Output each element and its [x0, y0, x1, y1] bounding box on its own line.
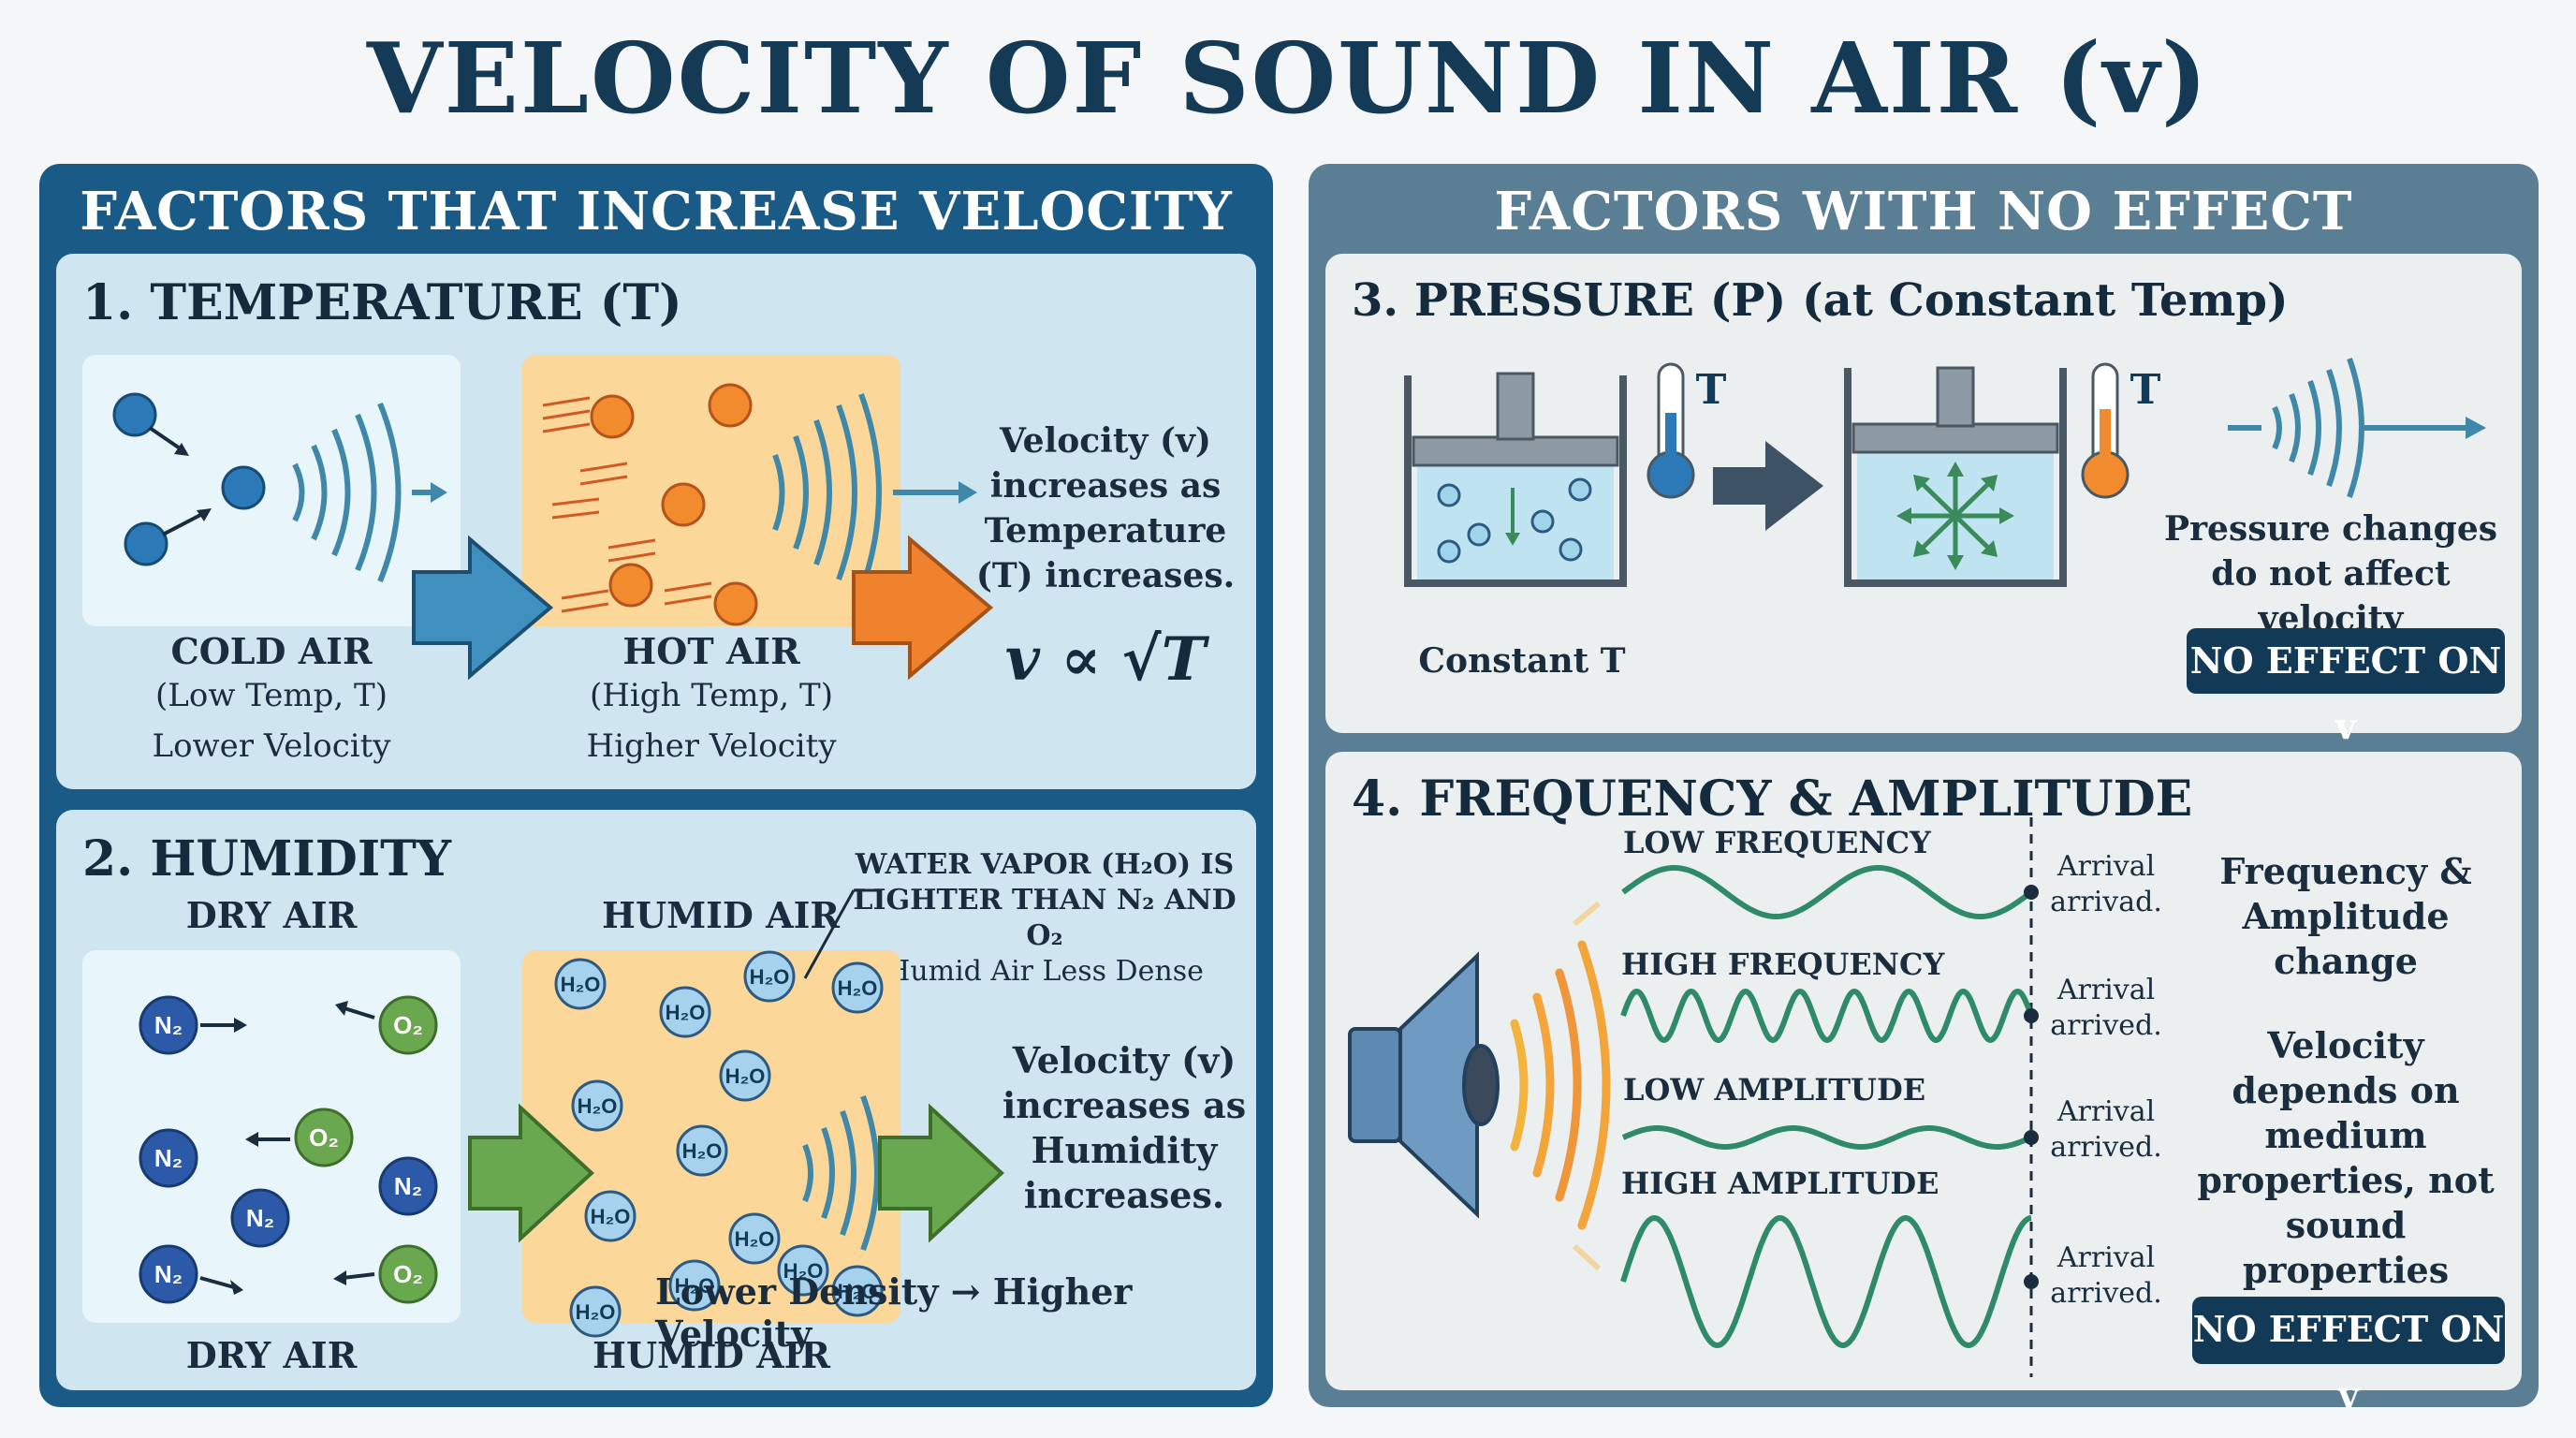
- water-molecules-icon: H₂O H₂O H₂O H₂O H₂O H₂O H₂O H₂O H₂O H₂O …: [554, 950, 884, 1338]
- hot-molecules-icon: [542, 383, 758, 626]
- svg-text:H₂O: H₂O: [838, 976, 878, 1000]
- svg-text:O₂: O₂: [309, 1123, 339, 1152]
- note-leader-line: [803, 889, 856, 979]
- wave-lines: [1620, 865, 2034, 1349]
- dry-air-bottom-label: DRY AIR: [185, 1334, 358, 1376]
- arrival-text-4: Arrival arrived.: [2050, 1241, 2162, 1310]
- svg-text:H₂O: H₂O: [576, 1300, 616, 1324]
- panel-increase-velocity: FACTORS THAT INCREASE VELOCITY 1. TEMPER…: [39, 164, 1273, 1407]
- density-statement: Lower Density → Higher Velocity: [655, 1270, 1133, 1355]
- hot-air-title: HOT AIR: [622, 630, 800, 672]
- constant-temperature-label: Constant T: [1418, 641, 1626, 681]
- humidity-illustration: N₂ N₂ N₂ N₂ N₂ O₂ O₂ O₂: [139, 888, 1004, 1338]
- frequency-no-effect-badge: NO EFFECT ON v: [2192, 1297, 2505, 1416]
- wave-label-low-frequency: LOW FREQUENCY: [1623, 825, 1931, 860]
- cold-air-subtitle: (Low Temp, T): [155, 677, 388, 714]
- pressure-illustration: T: [1404, 358, 2486, 587]
- svg-text:H₂O: H₂O: [783, 1259, 824, 1283]
- panel-heading-no-effect: FACTORS WITH NO EFFECT: [1494, 181, 2353, 242]
- svg-text:H₂O: H₂O: [682, 1139, 723, 1163]
- panel-heading-increase: FACTORS THAT INCREASE VELOCITY: [80, 181, 1233, 242]
- temperature-formula: v ∝ √T: [1004, 624, 1207, 695]
- temperature-card: 1. TEMPERATURE (T): [56, 254, 1256, 789]
- hot-air-subtitle: (High Temp, T): [590, 677, 833, 714]
- pressure-sound-wave-icon: [2228, 358, 2486, 498]
- humidity-arrow-1-icon: [468, 1103, 594, 1243]
- svg-text:N₂: N₂: [394, 1172, 422, 1200]
- svg-text:T: T: [2130, 366, 2161, 414]
- svg-text:N₂: N₂: [154, 1011, 183, 1039]
- svg-text:O₂: O₂: [393, 1011, 423, 1039]
- arrival-text-2: Arrival arrived.: [2050, 974, 2162, 1042]
- svg-text:H₂O: H₂O: [725, 1064, 766, 1088]
- arrival-text-3: Arrival arrived.: [2050, 1095, 2162, 1164]
- high-amplitude-wave: [1620, 1214, 2032, 1349]
- wave-label-high-frequency: HIGH FREQUENCY: [1621, 946, 1945, 982]
- dry-air-molecules-icon: N₂ N₂ N₂ N₂ N₂ O₂ O₂ O₂: [139, 995, 438, 1304]
- frequency-heading: 4. FREQUENCY & AMPLITUDE: [1352, 770, 2193, 828]
- temperature-statement: Velocity (v) increases as Temperature (T…: [975, 421, 1236, 595]
- piston-container-1-icon: [1404, 372, 1627, 587]
- water-vapor-note: WATER VAPOR (H₂O) IS LIGHTER THAN N₂ AND…: [848, 847, 1241, 990]
- pressure-heading: 3. PRESSURE (P) (at Constant Temp): [1352, 274, 2289, 327]
- humidity-arrow-2-icon: [878, 1103, 1004, 1243]
- pressure-arrow-icon: [1713, 441, 1823, 531]
- increase-arrow-orange-icon: [852, 535, 994, 681]
- water-vapor-note-line1: WATER VAPOR (H₂O) IS: [855, 848, 1235, 881]
- svg-text:O₂: O₂: [393, 1260, 423, 1288]
- humid-air-bottom-label: HUMID AIR: [593, 1334, 830, 1376]
- wave-label-low-amplitude: LOW AMPLITUDE: [1623, 1072, 1926, 1108]
- low-amplitude-wave: [1621, 1125, 2033, 1150]
- panel-no-effect: FACTORS WITH NO EFFECT 3. PRESSURE (P) (…: [1309, 164, 2539, 1416]
- frequency-statement-1: Frequency & Amplitude change: [2219, 850, 2472, 982]
- increase-arrow-blue-icon: [412, 535, 554, 681]
- humid-air-top-label: HUMID AIR: [602, 894, 840, 936]
- speaker-icon: [1348, 951, 1500, 1219]
- svg-text:T: T: [1696, 366, 1727, 414]
- svg-text:N₂: N₂: [154, 1144, 183, 1172]
- svg-text:N₂: N₂: [154, 1260, 183, 1288]
- frequency-illustration: [1348, 817, 2039, 1377]
- svg-text:H₂O: H₂O: [591, 1205, 631, 1228]
- cold-air-title: COLD AIR: [170, 630, 373, 672]
- thermometer-warm-icon: T: [2081, 362, 2161, 499]
- pressure-card: 3. PRESSURE (P) (at Constant Temp): [1325, 254, 2522, 747]
- humid-sound-wave-icon: [802, 1094, 880, 1252]
- cold-air-velocity: Lower Velocity: [152, 727, 391, 765]
- cold-molecules-icon: [112, 392, 266, 566]
- svg-text:H₂O: H₂O: [735, 1227, 775, 1251]
- thermometer-cold-icon: T: [1647, 362, 1727, 499]
- svg-text:N₂: N₂: [246, 1204, 274, 1232]
- water-vapor-note-line3: Humid Air Less Dense: [886, 955, 1204, 988]
- page-title: VELOCITY OF SOUND IN AIR (v): [366, 21, 2210, 136]
- wave-label-high-amplitude: HIGH AMPLITUDE: [1621, 1166, 1939, 1201]
- temperature-illustration: [112, 383, 994, 681]
- speaker-waves-icon: [1510, 940, 1611, 1230]
- svg-text:H₂O: H₂O: [838, 1280, 878, 1303]
- svg-text:H₂O: H₂O: [578, 1094, 618, 1118]
- svg-text:H₂O: H₂O: [675, 1274, 715, 1298]
- pressure-no-effect-badge: NO EFFECT ON v: [2187, 628, 2505, 747]
- low-frequency-wave: [1621, 865, 2033, 919]
- dry-air-top-label: DRY AIR: [185, 894, 358, 936]
- frequency-statement-2: Velocity depends on medium properties, n…: [2197, 1024, 2495, 1291]
- pressure-statement: Pressure changes do not affect velocity: [2164, 509, 2497, 638]
- humidity-heading: 2. HUMIDITY: [82, 830, 451, 888]
- svg-text:H₂O: H₂O: [561, 973, 601, 996]
- hot-sound-wave-icon: [772, 392, 977, 593]
- svg-text:H₂O: H₂O: [750, 965, 790, 989]
- arrival-text-1: Arrival arrivad.: [2050, 850, 2162, 918]
- temperature-heading: 1. TEMPERATURE (T): [82, 274, 682, 331]
- hot-air-velocity: Higher Velocity: [586, 727, 837, 765]
- humidity-card: 2. HUMIDITY DRY AIR HUMID AIR WATER VAPO…: [56, 810, 1256, 1390]
- frequency-amplitude-card: 4. FREQUENCY & AMPLITUDE: [1325, 752, 2522, 1416]
- water-vapor-note-line2: LIGHTER THAN N₂ AND O₂: [853, 884, 1237, 952]
- piston-container-2-icon: [1844, 366, 2067, 587]
- cold-sound-wave-icon: [292, 402, 447, 583]
- svg-text:H₂O: H₂O: [666, 1001, 706, 1024]
- humidity-statement: Velocity (v) increases as Humidity incre…: [1002, 1039, 1247, 1216]
- high-frequency-wave: [1620, 988, 2034, 1044]
